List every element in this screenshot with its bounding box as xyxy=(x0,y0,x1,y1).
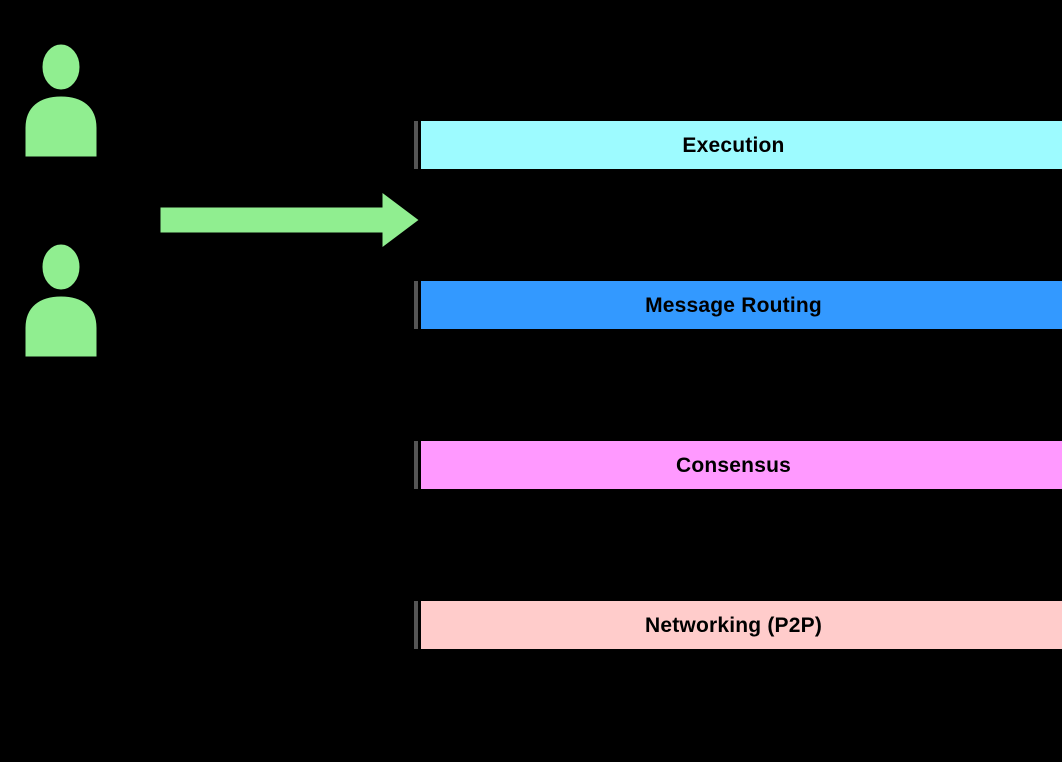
layer-label-message-routing: Message Routing xyxy=(645,293,822,317)
layer-row-networking[interactable]: Networking (P2P) xyxy=(414,601,1062,649)
layer-label-execution: Execution xyxy=(682,133,785,157)
user-head-shape xyxy=(39,41,83,93)
arrow-shape xyxy=(157,187,424,253)
arrow-right-icon xyxy=(155,185,425,255)
user-head-shape xyxy=(39,241,83,293)
user-body-shape xyxy=(22,293,100,360)
layer-row-consensus[interactable]: Consensus xyxy=(414,441,1062,489)
layer-row-execution[interactable]: Execution xyxy=(414,121,1062,169)
layer-label-consensus: Consensus xyxy=(676,453,791,477)
layer-label-networking: Networking (P2P) xyxy=(644,613,823,637)
user-icon-bottom[interactable] xyxy=(16,238,106,360)
user-body-shape xyxy=(22,93,100,160)
layer-bar-execution[interactable]: Execution xyxy=(421,121,1062,169)
layer-tick-consensus xyxy=(414,441,418,489)
user-icon-top[interactable] xyxy=(16,38,106,160)
layer-row-message-routing[interactable]: Message Routing xyxy=(414,281,1062,329)
layer-tick-message-routing xyxy=(414,281,418,329)
layer-bar-message-routing[interactable]: Message Routing xyxy=(421,281,1062,329)
layer-bar-consensus[interactable]: Consensus xyxy=(421,441,1062,489)
layer-tick-execution xyxy=(414,121,418,169)
layer-bar-networking[interactable]: Networking (P2P) xyxy=(421,601,1062,649)
layer-tick-networking xyxy=(414,601,418,649)
